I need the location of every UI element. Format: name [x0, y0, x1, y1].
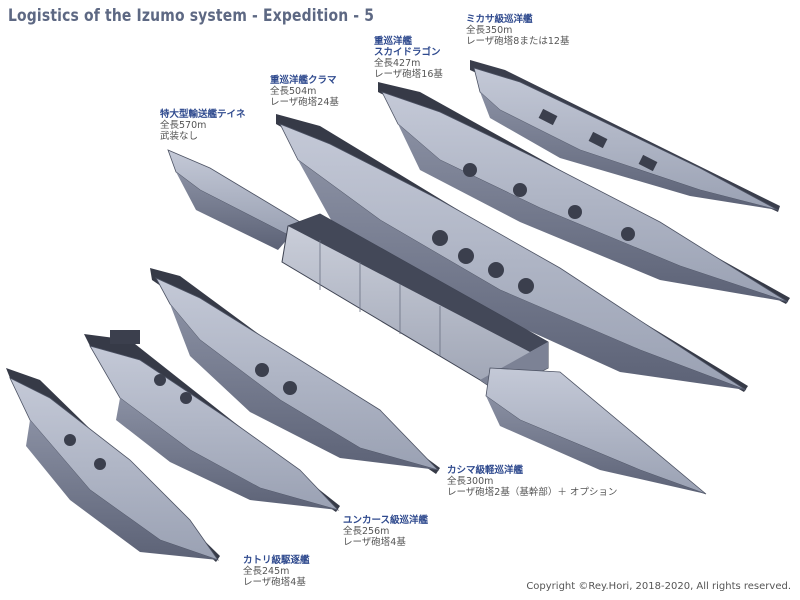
ship-teine	[167, 149, 707, 495]
ship-armament: レーザ砲塔4基	[343, 537, 406, 548]
ship-length: 全長570m	[160, 120, 207, 131]
ship-armament: レーザ砲塔4基	[243, 577, 306, 588]
ship-name: ユンカース級巡洋艦	[343, 515, 429, 526]
ship-length: 全長350m	[466, 25, 513, 36]
ship-name-2: スカイドラゴン	[374, 47, 441, 58]
ship-armament: 武装なし	[160, 131, 199, 142]
ship-name: 重巡洋艦クラマ	[270, 75, 337, 86]
ship-armament: レーザ砲塔24基	[270, 97, 339, 108]
ship-armament: レーザ砲塔16基	[374, 69, 443, 80]
ship-armament: レーザ砲塔2基（基幹部）＋ オプション	[447, 487, 618, 498]
label-junkers: ユンカース級巡洋艦 全長256m レーザ砲塔4基	[343, 515, 428, 548]
ship-junkers	[84, 330, 340, 512]
ship-katori	[6, 368, 220, 562]
ship-mikasa	[470, 60, 780, 212]
ship-name: カトリ級駆逐艦	[243, 555, 310, 566]
copyright-notice: Copyright ©Rey.Hori, 2018-2020, All righ…	[526, 581, 791, 592]
ship-kurama	[276, 114, 748, 392]
label-teine: 特大型輸送艦テイネ 全長570m 武装なし	[160, 109, 246, 142]
label-skydragon: 重巡洋艦 スカイドラゴン 全長427m レーザ砲塔16基	[374, 36, 443, 80]
label-mikasa: ミカサ級巡洋艦 全長350m レーザ砲塔8または12基	[466, 14, 569, 47]
ship-kashima	[150, 268, 440, 474]
ship-length: 全長256m	[343, 526, 390, 537]
label-kurama: 重巡洋艦クラマ 全長504m レーザ砲塔24基	[270, 75, 339, 108]
ship-skydragon	[378, 82, 790, 304]
ship-length: 全長504m	[270, 86, 317, 97]
ship-length: 全長245m	[243, 566, 290, 577]
ship-armament: レーザ砲塔8または12基	[466, 36, 570, 47]
label-kashima: カシマ級軽巡洋艦 全長300m レーザ砲塔2基（基幹部）＋ オプション	[447, 465, 617, 498]
page-title: Logistics of the Izumo system - Expediti…	[8, 6, 375, 26]
ship-name: 特大型輸送艦テイネ	[160, 109, 246, 120]
ship-length: 全長300m	[447, 476, 494, 487]
ship-name: ミカサ級巡洋艦	[466, 14, 533, 25]
ship-name: カシマ級軽巡洋艦	[447, 465, 524, 476]
ship-name: 重巡洋艦	[374, 36, 413, 47]
label-katori: カトリ級駆逐艦 全長245m レーザ砲塔4基	[243, 555, 310, 588]
ship-length: 全長427m	[374, 58, 421, 69]
